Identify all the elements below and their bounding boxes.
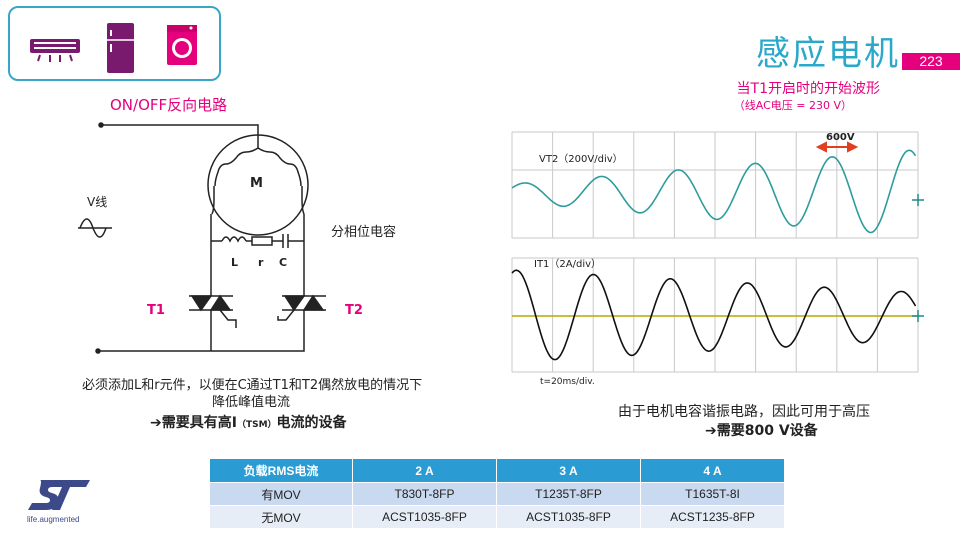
table-cell: ACST1235-8FP xyxy=(640,505,785,529)
it1-scale-label: IT1（2A/div） xyxy=(534,258,601,270)
table-cell: 有MOV xyxy=(209,482,353,506)
wire-bottom xyxy=(98,325,305,352)
right-note-1: 由于电机电容谐振电路，因此可用于高压 xyxy=(618,404,870,420)
capacitor-label: C xyxy=(279,256,287,269)
circuit-title: ON/OFF反向电路 xyxy=(110,96,228,114)
table-cell: T1235T-8FP xyxy=(496,482,641,506)
table-header-cell: 2 A xyxy=(352,458,497,483)
t2-label: T2 xyxy=(345,303,363,318)
right-note-2: ➔需要800 V设备 xyxy=(705,423,818,439)
note-itsm-b: （TSM） xyxy=(236,420,277,430)
note-line-1: 必须添加L和r元件，以便在C通过T1和T2偶然放电的情况下 xyxy=(82,378,423,393)
note-line-2: 降低峰值电流 xyxy=(212,395,291,410)
device-selection-table: 负载RMS电流 2 A 3 A 4 A 有MOV T830T-8FP T1235… xyxy=(209,458,785,529)
logo-tagline: life.augmented xyxy=(27,515,80,524)
voltage-subtitle: （线AC电压 = 230 V） xyxy=(733,99,852,112)
line-voltage-label: V线 xyxy=(87,195,107,209)
page-number-badge: 223 xyxy=(902,53,960,70)
inductor-L xyxy=(221,236,247,243)
capacitor-C xyxy=(282,234,289,248)
table-cell: ACST1035-8FP xyxy=(496,505,641,529)
motor-label: M xyxy=(250,176,263,191)
capacitor-note: 分相位电容 xyxy=(331,224,396,240)
inductor-label: L xyxy=(231,256,238,269)
table-row: 有MOV T830T-8FP T1235T-8FP T1635T-8I xyxy=(209,482,785,506)
air-conditioner-icon xyxy=(30,39,80,62)
winding-left xyxy=(214,147,259,187)
table-header-cell: 4 A xyxy=(640,458,785,483)
t1-label: T1 xyxy=(147,303,165,318)
table-cell: ACST1035-8FP xyxy=(352,505,497,529)
washing-machine-icon xyxy=(167,25,197,65)
peak-arrow xyxy=(815,141,859,153)
table-header-cell: 3 A xyxy=(496,458,641,483)
table-header-row: 负载RMS电流 2 A 3 A 4 A xyxy=(209,458,785,483)
note-itsm-c: 电流的设备 xyxy=(276,415,347,431)
table-header-cell: 负载RMS电流 xyxy=(209,458,353,483)
triac-t2 xyxy=(277,290,326,325)
motor-circle xyxy=(207,134,309,236)
note-itsm-a: ➔需要具有高I xyxy=(150,415,237,431)
winding-right xyxy=(257,147,302,187)
triac-t1 xyxy=(189,290,237,328)
table-cell: T830T-8FP xyxy=(352,482,497,506)
circuit-diagram: M V线 分相位电容 L r C T1 T2 xyxy=(78,122,396,354)
slide-title: 感应电机 xyxy=(756,34,900,74)
note-itsm-requirement: ➔需要具有高I（TSM）电流的设备 xyxy=(150,412,347,432)
scope-grid xyxy=(511,131,919,373)
time-scale-label: t=20ms/div. xyxy=(540,377,595,387)
it1-trace xyxy=(511,269,917,361)
oscilloscope-capture: 600V VT2（200V/div） IT1（2A/div） t=20ms/di… xyxy=(511,131,924,387)
appliance-icons-box xyxy=(8,6,221,81)
peak-annotation: 600V xyxy=(826,132,855,143)
scope-markers xyxy=(912,194,924,322)
refrigerator-icon xyxy=(107,23,134,73)
resistor-label: r xyxy=(258,256,264,269)
wire-top xyxy=(101,124,259,148)
resistor-r xyxy=(251,236,273,246)
waveform-subtitle: 当T1开启时的开始波形 xyxy=(736,81,880,97)
ac-source-icon xyxy=(78,218,112,238)
table-cell: 无MOV xyxy=(209,505,353,529)
vt2-scale-label: VT2（200V/div） xyxy=(539,153,623,165)
table-row: 无MOV ACST1035-8FP ACST1035-8FP ACST1235-… xyxy=(209,505,785,529)
table-cell: T1635T-8I xyxy=(640,482,785,506)
st-logo xyxy=(28,480,90,510)
vt2-trace xyxy=(511,149,917,234)
